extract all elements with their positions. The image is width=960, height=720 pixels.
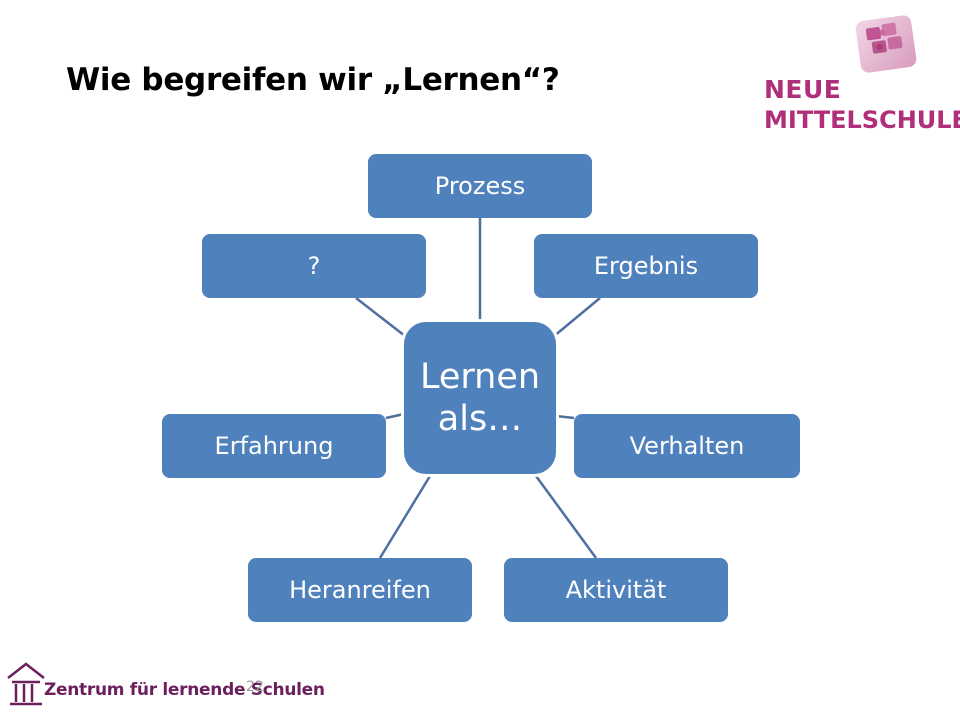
node-prozess-label: Prozess [434,172,526,200]
node-verhalten: Verhalten [574,414,800,478]
node-verhalten-label: Verhalten [629,432,745,460]
node-unknown-label: ? [307,252,321,280]
slide-title: Wie begreifen wir „Lernen“? [66,62,560,98]
footer-org-name: Zentrum für lernende Schulen [44,680,325,700]
node-erfahrung-label: Erfahrung [214,432,334,460]
connector-heranreifen [378,475,432,559]
logo-text-mittelschule: MITTELSCHULE [764,106,960,134]
school-building-icon [7,662,45,706]
node-heranreifen-label: Heranreifen [289,576,431,604]
center-node-line1: Lernen [419,357,541,397]
page-number: 22 [246,679,264,695]
node-aktivitaet: Aktivität [504,558,728,622]
connector-erfahrung [385,412,405,420]
node-heranreifen: Heranreifen [248,558,472,622]
puzzle-cube-icon [855,15,917,73]
center-node-line2: als… [437,399,523,439]
node-aktivitaet-label: Aktivität [565,576,667,604]
node-ergebnis: Ergebnis [534,234,758,298]
node-prozess: Prozess [368,154,592,218]
neue-mittelschule-logo: NEUE MITTELSCHULE [762,12,960,142]
connector-unknown [355,297,406,337]
connector-ergebnis [552,297,601,338]
logo-text-neue: NEUE [764,75,842,104]
center-node-lernen: Lernen als… [404,322,556,474]
node-ergebnis-label: Ergebnis [593,252,699,280]
node-erfahrung: Erfahrung [162,414,386,478]
connector-verhalten [555,414,575,420]
node-unknown: ? [202,234,426,298]
connector-aktivitaet [534,475,598,559]
